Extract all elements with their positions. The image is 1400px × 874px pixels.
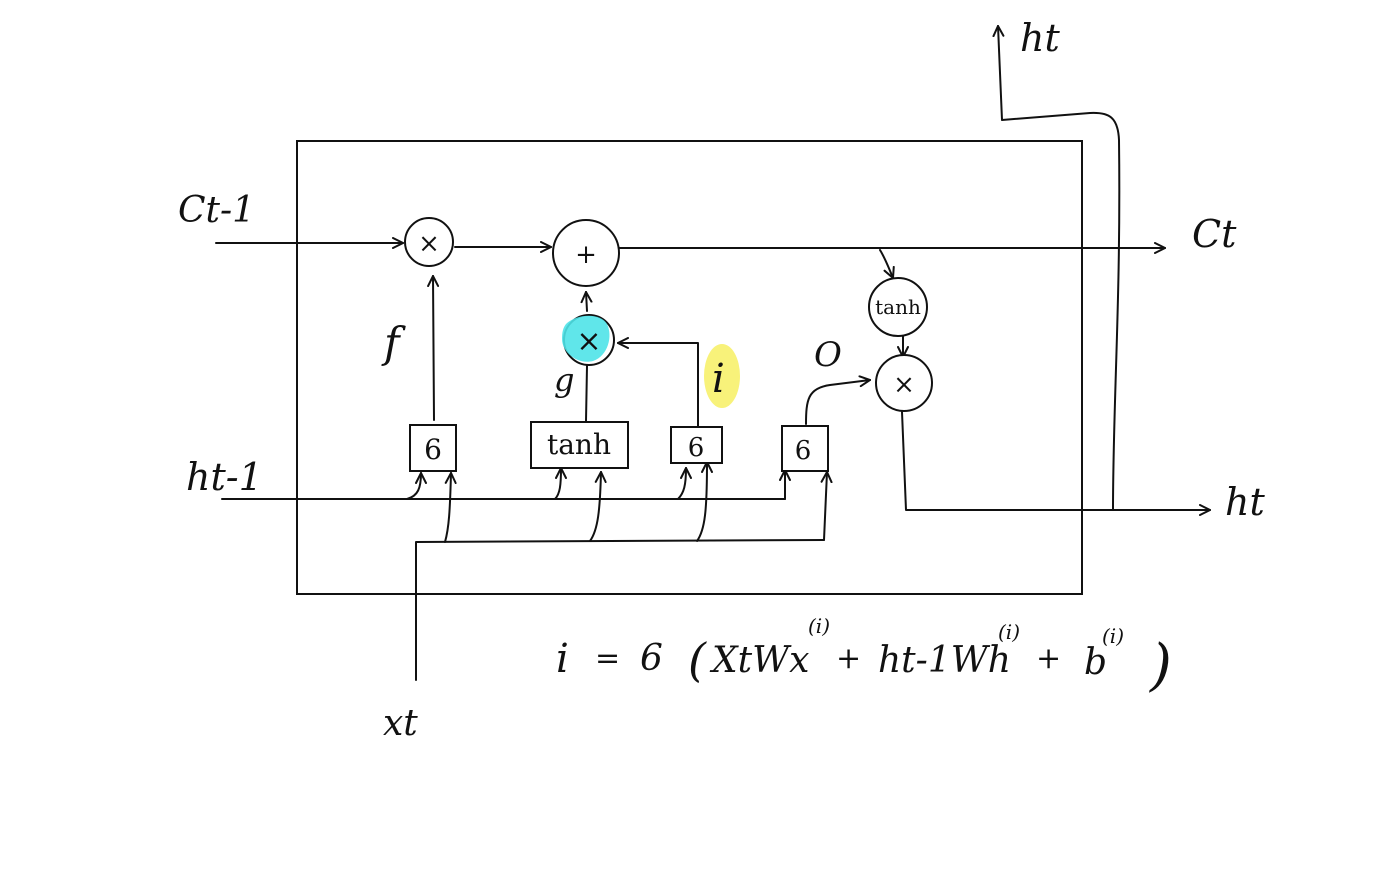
i-label: i <box>712 356 725 402</box>
formula-h-term: ht-1Wh <box>878 640 1011 681</box>
x-t-to-forget <box>444 473 451 543</box>
x-t-to-input <box>696 462 707 542</box>
tanh-node: tanh <box>868 277 928 337</box>
cell-to-tanh-arrow <box>879 249 893 278</box>
forget-gate: 6 <box>409 424 457 472</box>
formula-eq: = <box>595 641 620 676</box>
formula-open-paren: ( <box>688 633 707 687</box>
x-t-line <box>415 539 825 681</box>
cyan-highlight <box>562 315 610 362</box>
input-gate-label: 6 <box>688 433 705 463</box>
candidate-gate-label: tanh <box>547 428 611 461</box>
formula-b-term: b <box>1084 642 1107 683</box>
output-gate: 6 <box>781 425 829 472</box>
g-label: g <box>554 361 574 399</box>
mult-to-add-arrow <box>586 292 587 312</box>
formula-x-term: XtWx <box>709 640 809 681</box>
x-t-to-output <box>824 472 827 541</box>
formula-plus-1: + <box>836 641 861 676</box>
x-t-to-candidate <box>589 472 601 542</box>
formula-sup-b: (i) <box>1102 624 1124 648</box>
forget-gate-label: 6 <box>424 433 442 466</box>
h-t-up-line <box>998 26 1121 511</box>
c-prev-label: Ct-1 <box>178 190 255 231</box>
yellow-highlight <box>704 344 740 408</box>
h-prev-label: ht-1 <box>186 455 263 499</box>
candidate-to-mult-line <box>585 365 588 422</box>
forget-multiply-node: × <box>404 217 454 267</box>
output-multiply-node: × <box>875 354 933 412</box>
add-symbol: + <box>575 240 597 270</box>
formula-close-paren: ) <box>1149 633 1172 698</box>
h-t-top-label: ht <box>1020 16 1060 60</box>
add-node: + <box>552 219 620 287</box>
h-prev-to-forget <box>406 473 421 500</box>
input-multiply-node: × <box>562 314 615 366</box>
input-multiply-symbol: × <box>576 324 601 359</box>
formula-sigma: 6 <box>640 638 663 679</box>
formula-sup-x: (i) <box>808 614 830 638</box>
output-gate-label: 6 <box>795 436 812 466</box>
h-prev-to-input <box>677 468 686 500</box>
f-label: f <box>381 318 406 367</box>
candidate-gate: tanh <box>530 421 629 469</box>
tanh-node-label: tanh <box>875 295 921 319</box>
formula-sup-h: (i) <box>998 620 1020 644</box>
cell-boundary <box>296 140 1083 595</box>
output-multiply-symbol: × <box>893 370 915 400</box>
formula-plus-2: + <box>1036 641 1061 676</box>
forget-gate-arrow <box>433 276 434 421</box>
h-t-line <box>901 411 1211 510</box>
h-t-right-label: ht <box>1225 480 1265 524</box>
formula-lhs: i <box>556 636 569 682</box>
o-label: O <box>814 335 842 375</box>
output-gate-to-mult-arrow <box>805 380 870 425</box>
c-t-label: Ct <box>1192 212 1237 256</box>
input-gate-to-mult-arrow <box>617 343 699 427</box>
x-t-label: xt <box>383 703 418 744</box>
input-gate: 6 <box>670 426 723 464</box>
forget-multiply-symbol: × <box>418 229 440 259</box>
input-gate-formula: i = 6 ( XtWx (i) + ht-1Wh (i) + b (i) ) <box>556 614 1172 698</box>
h-prev-to-candidate <box>554 468 561 500</box>
